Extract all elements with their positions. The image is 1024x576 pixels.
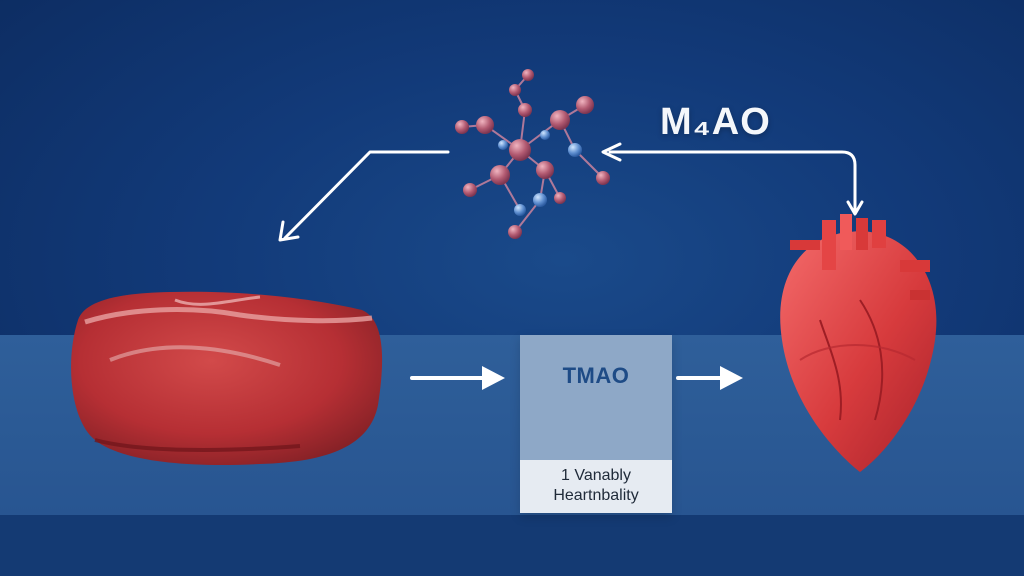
top-label: M₄AO <box>660 101 771 143</box>
arrow-heart-to-molecule <box>601 142 864 216</box>
arrow-molecule-to-meat <box>278 150 450 242</box>
tmao-caption: 1 Vanably Heartnbality <box>520 460 672 513</box>
arrow-tmao-to-heart <box>676 366 743 390</box>
tmao-label: TMAO <box>562 363 630 388</box>
arrow-meat-to-tmao <box>410 366 505 390</box>
molecule-icon <box>455 69 610 239</box>
bottom-strip <box>0 515 1024 576</box>
steak-icon <box>71 291 383 465</box>
heart-icon <box>780 214 937 472</box>
caption-line-1: 1 Vanably <box>561 467 631 484</box>
caption-line-2: Heartnbality <box>553 487 639 504</box>
tmao-box: TMAO 1 Vanably Heartnbality <box>520 335 672 513</box>
